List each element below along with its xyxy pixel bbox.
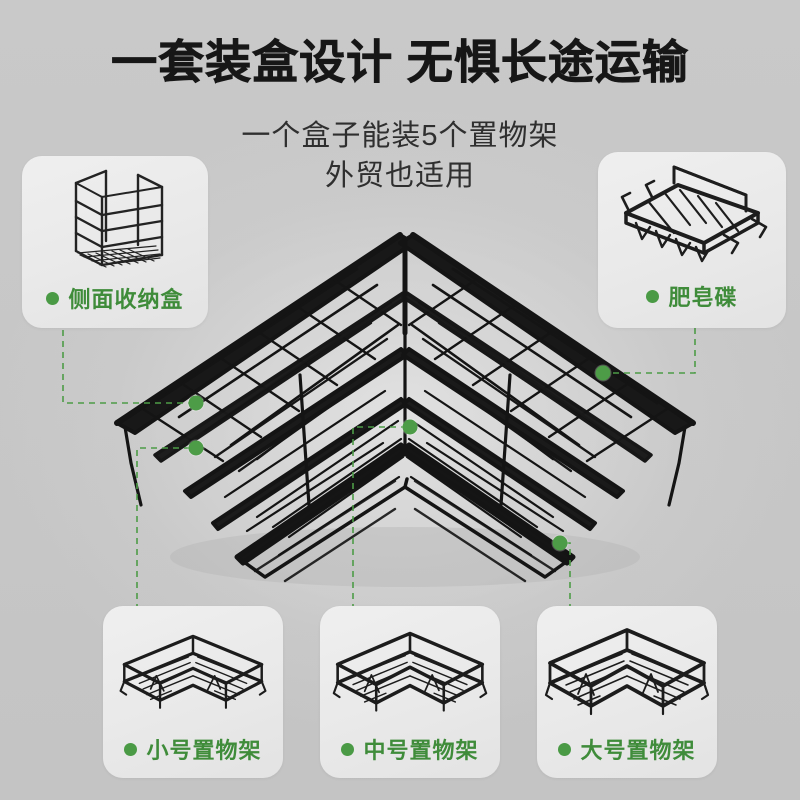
caption-large-shelf: 大号置物架	[537, 728, 717, 770]
bullet-dot-icon	[46, 291, 60, 305]
callout-card-medium-shelf[interactable]: 中号置物架	[320, 606, 500, 778]
connector-dot-soap-dish	[595, 365, 611, 381]
callout-card-small-shelf[interactable]: 小号置物架	[103, 606, 283, 778]
caption-medium-shelf: 中号置物架	[320, 728, 500, 770]
callout-label: 肥皂碟	[668, 285, 738, 310]
corner-shelf-medium-icon	[332, 631, 488, 712]
thumb-medium-shelf	[320, 614, 500, 732]
connector-dot-medium-shelf	[402, 419, 418, 435]
bullet-dot-icon	[124, 742, 138, 756]
wire-caddy-icon	[74, 169, 164, 268]
callout-label: 侧面收纳盒	[68, 287, 184, 312]
thumb-large-shelf	[537, 614, 717, 732]
thumb-soap-dish	[598, 152, 786, 278]
callout-card-soap-dish[interactable]: 肥皂碟	[598, 152, 786, 328]
caption-side-box: 侧面收纳盒	[22, 278, 208, 318]
bullet-dot-icon	[558, 742, 572, 756]
caption-soap-dish: 肥皂碟	[598, 276, 786, 316]
caption-small-shelf: 小号置物架	[103, 728, 283, 770]
connector-dot-large-shelf	[552, 535, 568, 551]
bullet-dot-icon	[646, 289, 660, 303]
callout-card-large-shelf[interactable]: 大号置物架	[537, 606, 717, 778]
thumb-side-box	[22, 156, 208, 280]
connector-dot-small-shelf	[188, 440, 204, 456]
page-title: 一套装盒设计 无惧长途运输	[111, 36, 689, 89]
wire-soap-tray-icon	[620, 165, 768, 263]
callout-card-side-box[interactable]: 侧面收纳盒	[22, 156, 208, 328]
connector-dot-side-box	[188, 395, 204, 411]
bullet-dot-icon	[341, 742, 355, 756]
subtitle-line-1: 一个盒子能装5个置物架	[241, 120, 559, 152]
callout-label: 大号置物架	[580, 738, 696, 763]
thumb-small-shelf	[103, 614, 283, 732]
callout-label: 中号置物架	[363, 738, 479, 763]
subtitle-line-2: 外贸也适用	[324, 160, 475, 192]
corner-shelf-small-icon	[119, 634, 267, 709]
corner-shelf-large-icon	[544, 628, 710, 716]
callout-label: 小号置物架	[146, 738, 262, 763]
